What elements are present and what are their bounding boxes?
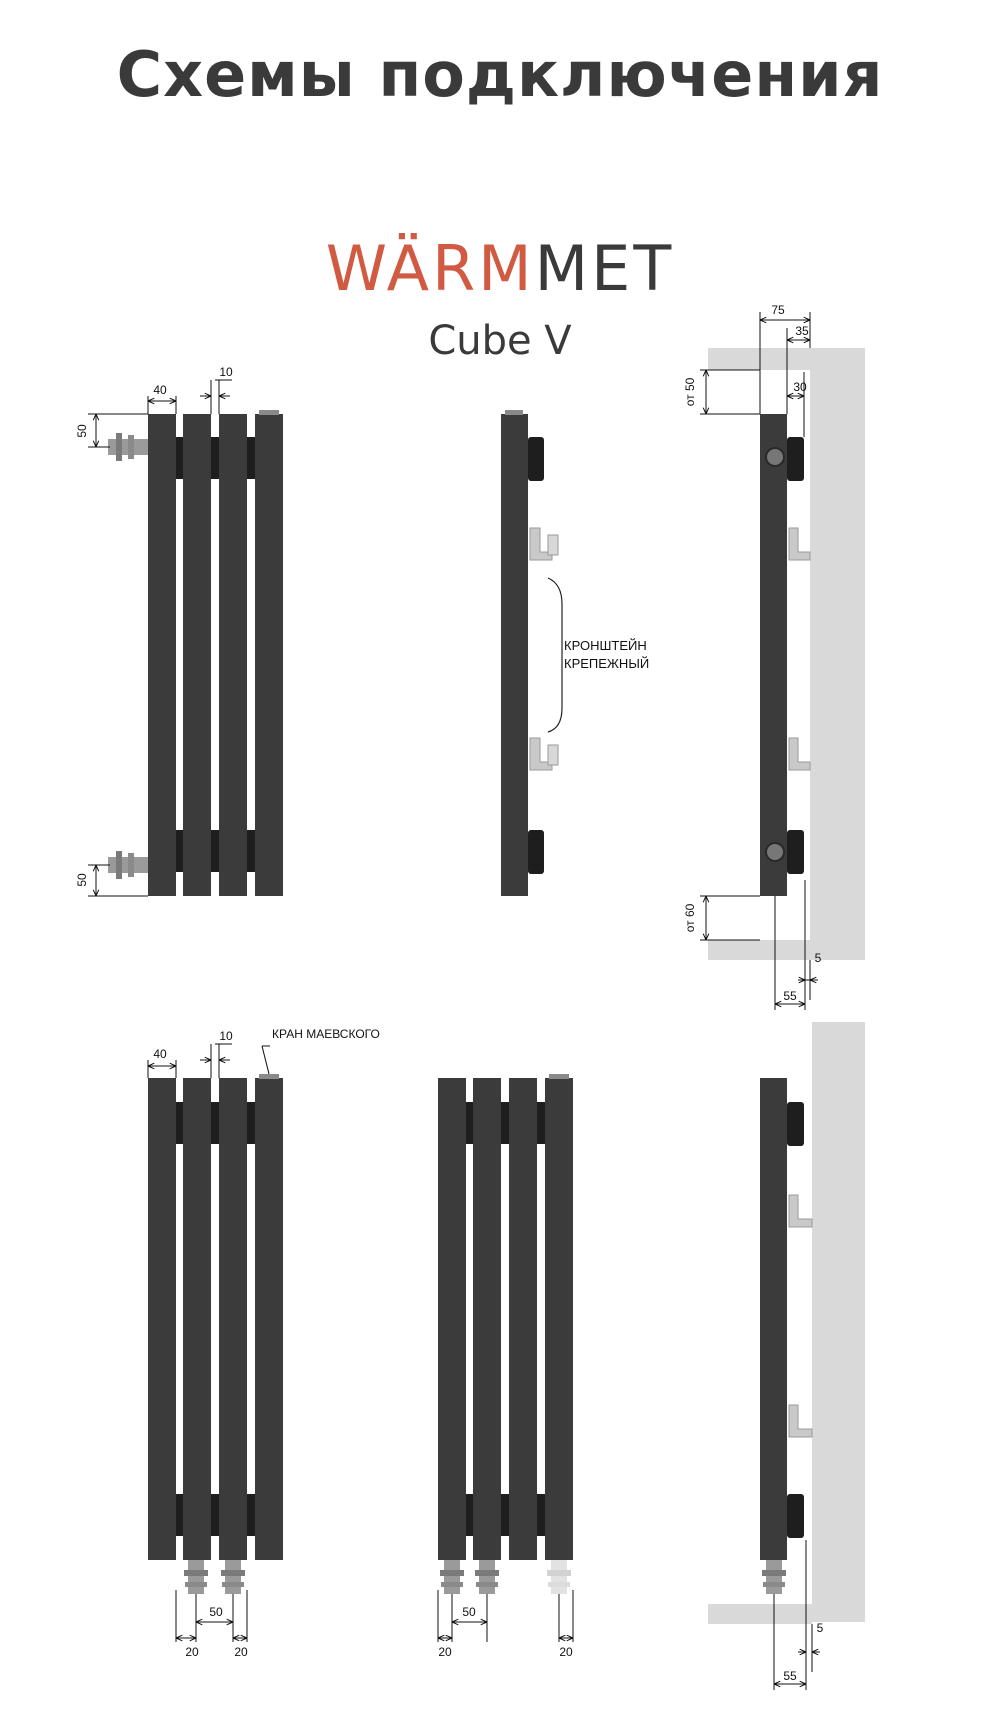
dim-left-offset: 20	[185, 1645, 199, 1659]
radiator-tube	[183, 414, 211, 896]
inlet-fitting-icon	[108, 433, 148, 461]
radiator-profile	[760, 1078, 787, 1560]
side-view-bottom-connection: 55 5	[708, 1022, 865, 1690]
bracket-icon	[788, 737, 811, 771]
radiator-tube	[219, 1078, 247, 1560]
brand-logo: WÄRMMET	[0, 238, 1000, 300]
floor	[708, 1604, 812, 1624]
dim-right-offset: 20	[234, 1645, 248, 1659]
radiator-tube	[255, 1078, 283, 1560]
dim-bracket-depth: 35	[795, 324, 809, 338]
front-view-side-connection: 40 10 50 50	[75, 365, 283, 896]
brand-logo-dark: MET	[534, 232, 675, 305]
bracket-icon	[529, 527, 559, 561]
radiator-tube	[509, 1078, 537, 1560]
radiator-tube	[473, 1078, 501, 1560]
dim-tube-width: 40	[153, 383, 167, 397]
alt-fitting-icon	[547, 1560, 571, 1594]
dim-pipe-spacing: 50	[209, 1605, 223, 1619]
inlet-fitting-icon	[440, 1560, 464, 1594]
fitting-icon	[762, 1560, 786, 1594]
radiator-tube	[219, 414, 247, 896]
dim-right-offset: 20	[559, 1645, 573, 1659]
dim-pipe-axis-distance: 55	[783, 1669, 797, 1683]
side-view-brackets: КРОНШТЕЙН КРЕПЕЖНЫЙ	[501, 410, 649, 896]
dim-pipe-axis-distance: 55	[783, 989, 797, 1003]
wall	[812, 1022, 865, 1622]
dim-total-depth: 75	[771, 303, 785, 317]
wall	[810, 348, 865, 960]
radiator-tube	[255, 414, 283, 896]
dim-tube-gap: 10	[219, 1029, 233, 1043]
plug-icon	[765, 447, 785, 467]
radiator-tube	[148, 1078, 176, 1560]
brand-logo-accent: WÄRM	[325, 232, 535, 305]
radiator-profile	[760, 414, 787, 896]
floor	[708, 940, 810, 960]
dim-tube-gap: 10	[219, 365, 233, 379]
bracket-icon	[788, 527, 811, 561]
dim-bottom-outlet-offset: 50	[75, 873, 89, 887]
mayevsky-valve-label: КРАН МАЕВСКОГО	[272, 1027, 380, 1041]
radiator-tube	[148, 414, 176, 896]
mayevsky-valve-icon	[259, 1074, 279, 1079]
inlet-fitting-icon	[184, 1560, 208, 1594]
bracket-icon	[788, 1404, 813, 1438]
dim-connector-depth: 30	[793, 380, 807, 394]
plug-icon	[765, 842, 785, 862]
dim-top-inlet-offset: 50	[75, 424, 89, 438]
radiator-profile	[501, 414, 528, 896]
radiator-tube	[545, 1078, 573, 1560]
window-sill	[708, 348, 810, 370]
dim-wall-gap: 5	[817, 1621, 824, 1635]
bracket-label-line1: КРОНШТЕЙН	[564, 638, 647, 653]
side-view-wall-mounting: 75 35 30 от 50 от 60 55 5	[683, 303, 865, 1010]
radiator-tube	[438, 1078, 466, 1560]
outlet-fitting-icon	[221, 1560, 245, 1594]
outlet-fitting-icon	[475, 1560, 499, 1594]
bracket-icon	[788, 1194, 813, 1228]
dim-pipe-spacing: 50	[462, 1605, 476, 1619]
dim-left-offset: 20	[438, 1645, 452, 1659]
dim-wall-gap: 5	[815, 951, 822, 965]
dim-floor-clearance: от 60	[683, 903, 697, 932]
radiator-tube	[183, 1078, 211, 1560]
dim-tube-width: 40	[153, 1047, 167, 1061]
front-view-bottom-connection-alt: 50 20 20	[438, 1074, 573, 1659]
bracket-icon	[529, 737, 559, 771]
page-title: Схемы подключения	[116, 38, 884, 111]
outlet-fitting-icon	[108, 851, 148, 879]
dim-sill-clearance: от 50	[683, 377, 697, 406]
bracket-label-line2: КРЕПЕЖНЫЙ	[564, 656, 649, 671]
front-view-bottom-connection: 40 10 КРАН МАЕВСКОГО 50 20 20	[148, 1027, 380, 1659]
model-name: Cube V	[428, 318, 572, 364]
